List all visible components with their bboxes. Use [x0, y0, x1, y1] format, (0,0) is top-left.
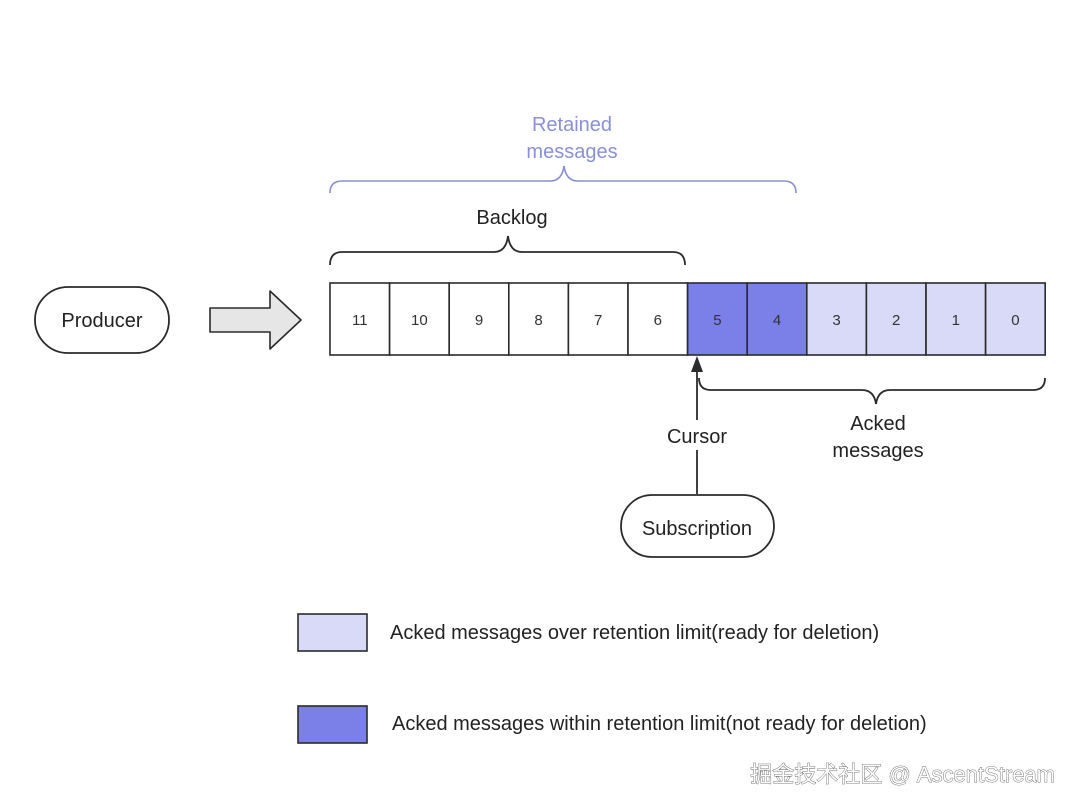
cursor-label: Cursor	[667, 426, 727, 448]
retained-messages-group: Retained messages	[329, 114, 797, 194]
message-cell-box	[507, 282, 570, 356]
producer-node: Producer	[34, 286, 170, 354]
retained-brace	[329, 165, 797, 194]
message-cell: 11	[329, 282, 391, 356]
message-cell: 6	[627, 282, 689, 356]
message-cell-box	[925, 282, 987, 356]
message-cell-label: 7	[594, 312, 602, 329]
message-cell: 10	[388, 282, 451, 356]
message-cell-label: 8	[534, 312, 542, 329]
message-cell-label: 6	[654, 312, 662, 329]
message-cell: 8	[507, 282, 570, 356]
message-cell: 1	[925, 282, 987, 356]
message-cell-box	[627, 282, 689, 356]
message-cell: 4	[746, 282, 808, 356]
message-cell-box	[567, 282, 629, 356]
producer-arrow	[209, 290, 302, 350]
message-cell-box	[448, 282, 510, 356]
message-cell-label: 10	[411, 312, 428, 329]
message-cell-label: 1	[952, 312, 960, 329]
message-cell: 7	[567, 282, 629, 356]
message-cell-box	[746, 282, 808, 356]
cursor-arrowhead	[691, 356, 703, 372]
cursor-label-bg	[650, 420, 745, 450]
message-cell: 3	[805, 282, 868, 356]
backlog-label: Backlog	[476, 207, 547, 229]
message-cell-label: 0	[1011, 312, 1019, 329]
backlog-group: Backlog	[329, 207, 686, 266]
message-cell-label: 9	[475, 312, 483, 329]
message-cell-label: 5	[713, 312, 721, 329]
message-cell-box	[984, 282, 1046, 356]
legend-item-within-retention: Acked messages within retention limit(no…	[297, 705, 927, 744]
message-cell-label: 4	[773, 312, 781, 329]
message-cell-box	[388, 282, 451, 356]
acked-messages-group: Acked messages	[698, 377, 1046, 462]
retained-label-line1: Retained	[532, 114, 612, 136]
legend-label-over-retention: Acked messages over retention limit(read…	[390, 622, 879, 644]
message-cell-box	[865, 282, 927, 356]
message-cell-label: 2	[892, 312, 900, 329]
message-cell: 0	[984, 282, 1046, 356]
legend-label-within-retention: Acked messages within retention limit(no…	[392, 713, 927, 735]
legend: Acked messages over retention limit(read…	[297, 613, 927, 744]
watermark-text: 掘金技术社区 @ AscentStream	[750, 762, 1055, 787]
subscription-label: Subscription	[642, 518, 752, 540]
acked-brace	[698, 377, 1046, 405]
acked-label-line1: Acked	[850, 413, 906, 435]
message-cell-label: 11	[352, 312, 368, 329]
message-cell-box	[329, 282, 391, 356]
legend-item-over-retention: Acked messages over retention limit(read…	[297, 613, 879, 652]
subscription-node: Subscription	[620, 494, 775, 558]
message-cell-label: 3	[832, 312, 840, 329]
legend-swatch-within-retention	[297, 705, 368, 744]
message-cell: 5	[686, 282, 748, 356]
message-cell: 9	[448, 282, 510, 356]
cursor-group: Cursor	[650, 356, 745, 494]
producer-label: Producer	[61, 310, 142, 332]
legend-swatch-over-retention	[297, 613, 368, 652]
message-cell-box	[805, 282, 868, 356]
subscription-box	[620, 494, 775, 558]
producer-box	[34, 286, 170, 354]
retained-label-line2: messages	[526, 141, 617, 163]
backlog-brace	[329, 235, 686, 266]
acked-label-line2: messages	[832, 440, 923, 462]
message-cell: 2	[865, 282, 927, 356]
